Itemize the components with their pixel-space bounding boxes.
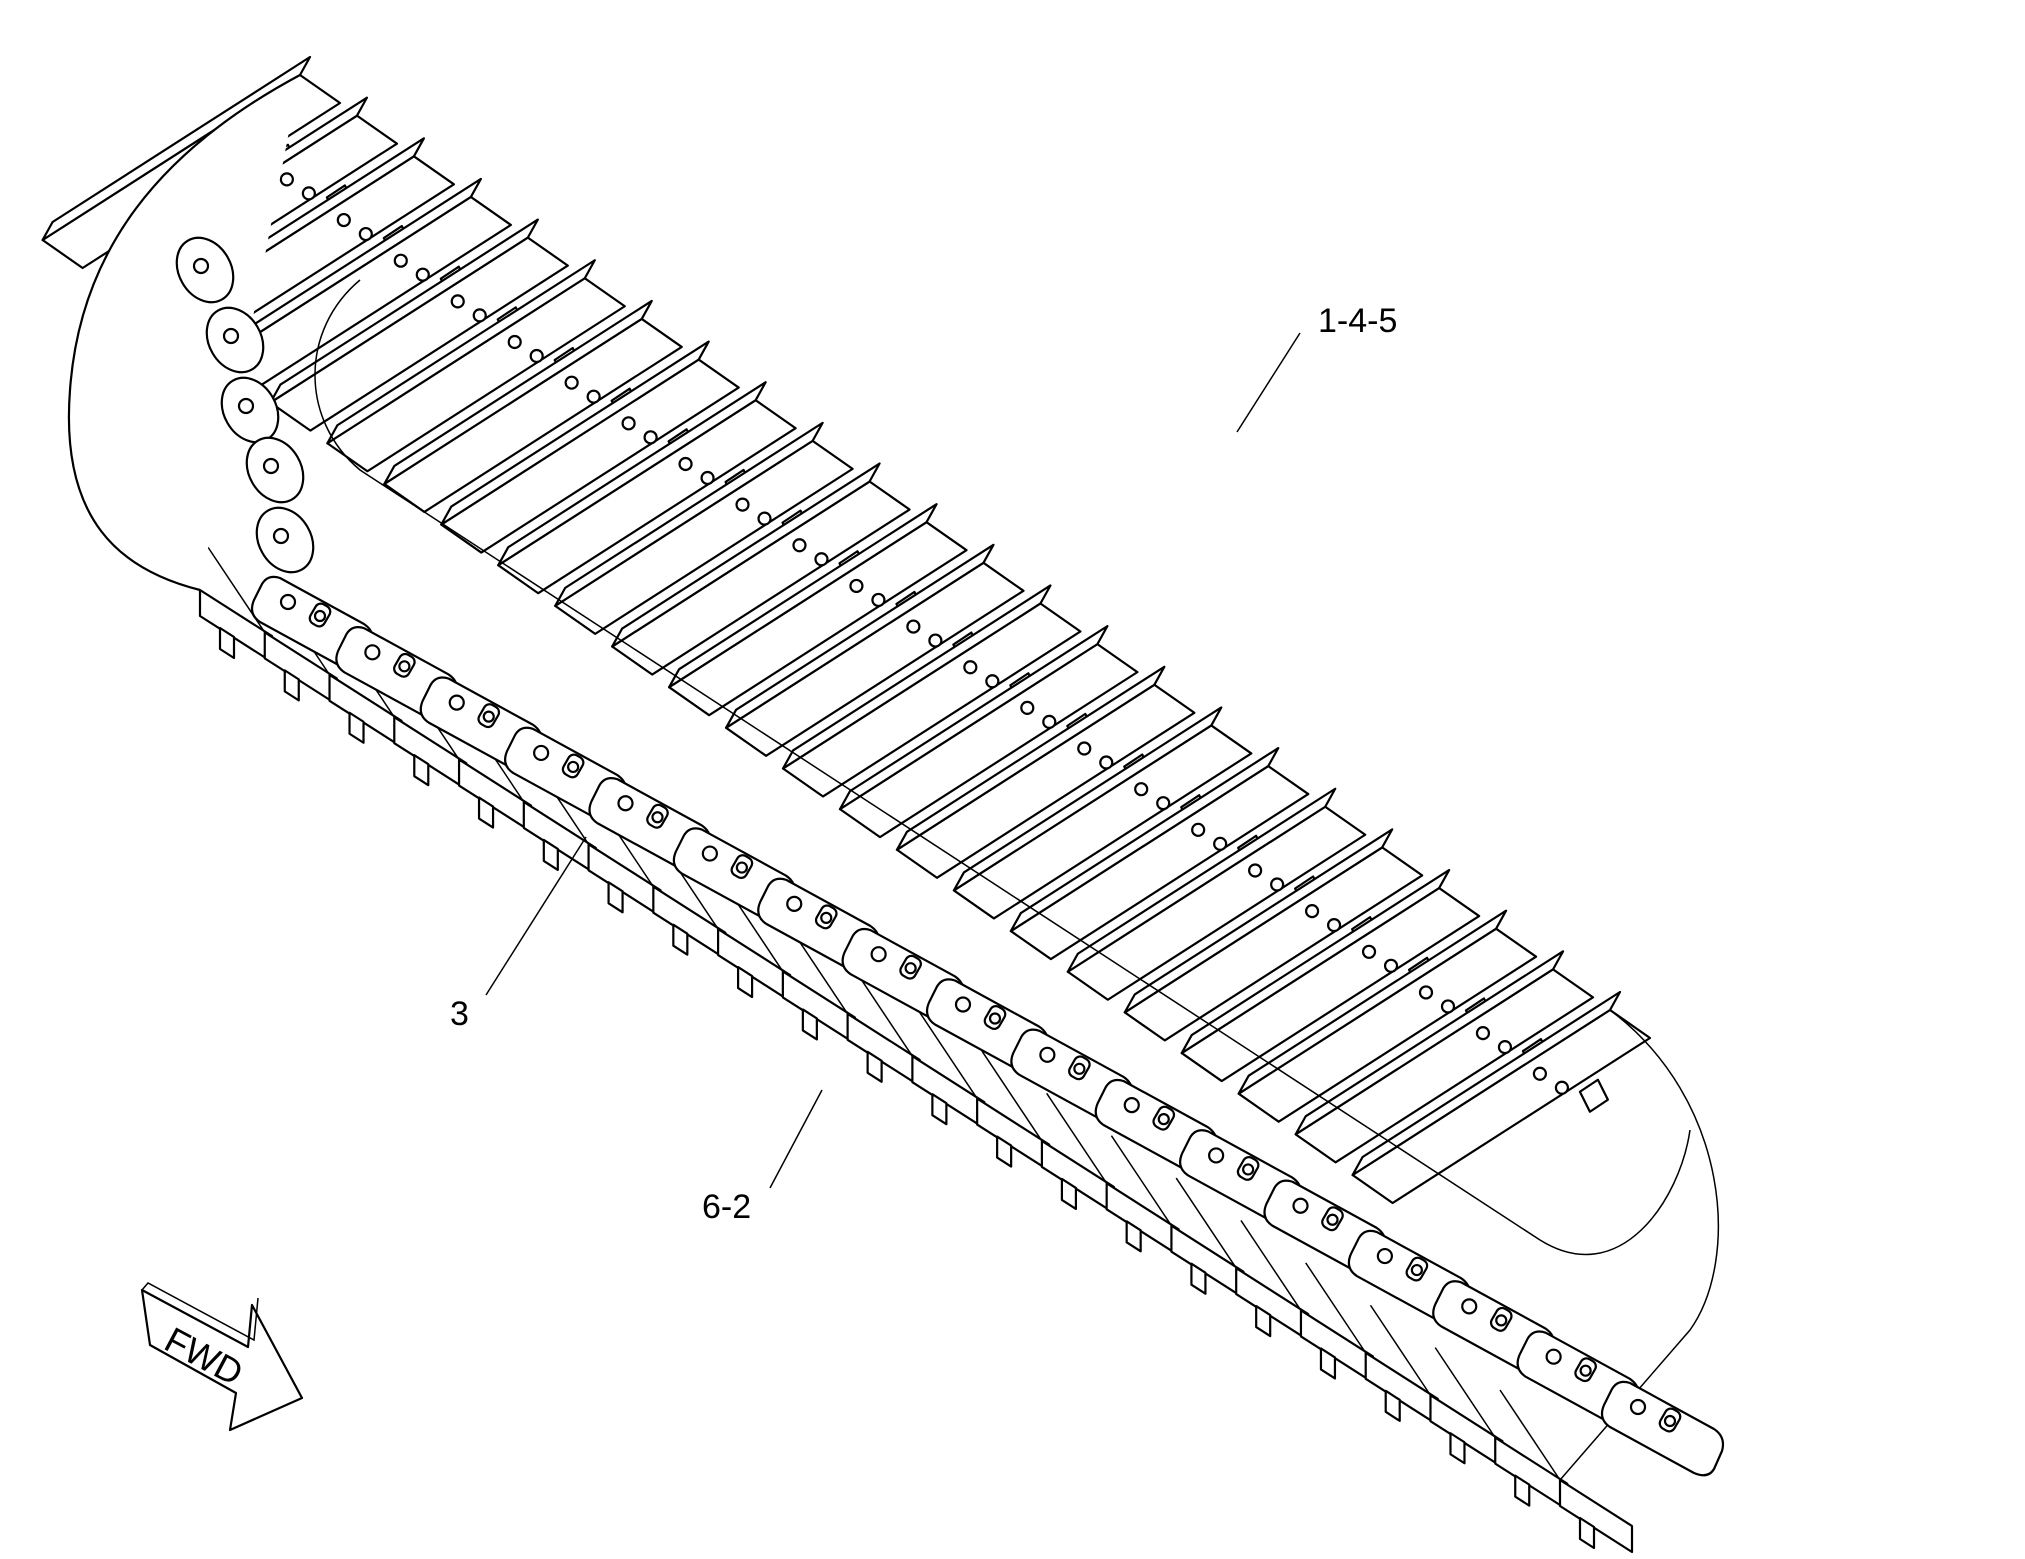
track-link-chain [175,236,1725,1477]
track-link-end [205,306,265,374]
callout-label-1-4-5: 1-4-5 [1318,302,1397,340]
track-shoe-lower [1175,1177,1310,1342]
track-shoe-lower [204,541,338,706]
track-shoe-upper [440,340,740,554]
track-belt-inner-curve [314,279,1691,1256]
track-shoe-upper [668,503,968,717]
track-link-end [255,506,315,574]
track-belt-outer-edge [1559,1009,1720,1481]
track-shoe-lower [1434,1347,1569,1511]
track-link [1600,1380,1725,1477]
track-shoe-belt [41,55,1720,1554]
track-link-end [175,236,235,304]
track-shoe-upper [554,421,854,635]
leader-line-1-4-5 [1236,332,1301,433]
fwd-arrow: FWD [140,1282,304,1432]
callout-label-6-2: 6-2 [702,1188,751,1226]
track-shoe-upper [497,381,797,595]
leader-line-6-2 [769,1089,823,1189]
track-shoe-upper [895,665,1196,879]
track-shoe-upper [269,218,569,432]
track-shoe-upper [1009,746,1310,961]
track-shoe-lower [268,584,403,748]
track-shoe-upper [1351,990,1652,1205]
track-belt-end-curve [67,74,301,592]
track-link-end [220,376,280,444]
callout-label-3: 3 [450,995,469,1033]
track-shoe-lower [1369,1304,1504,1469]
track-shoe-lower [1110,1135,1245,1299]
track-link-end [245,436,305,504]
track-shoe-lower [1240,1220,1375,1384]
track-shoe-lower [1499,1389,1634,1554]
leader-line-3 [485,836,587,996]
